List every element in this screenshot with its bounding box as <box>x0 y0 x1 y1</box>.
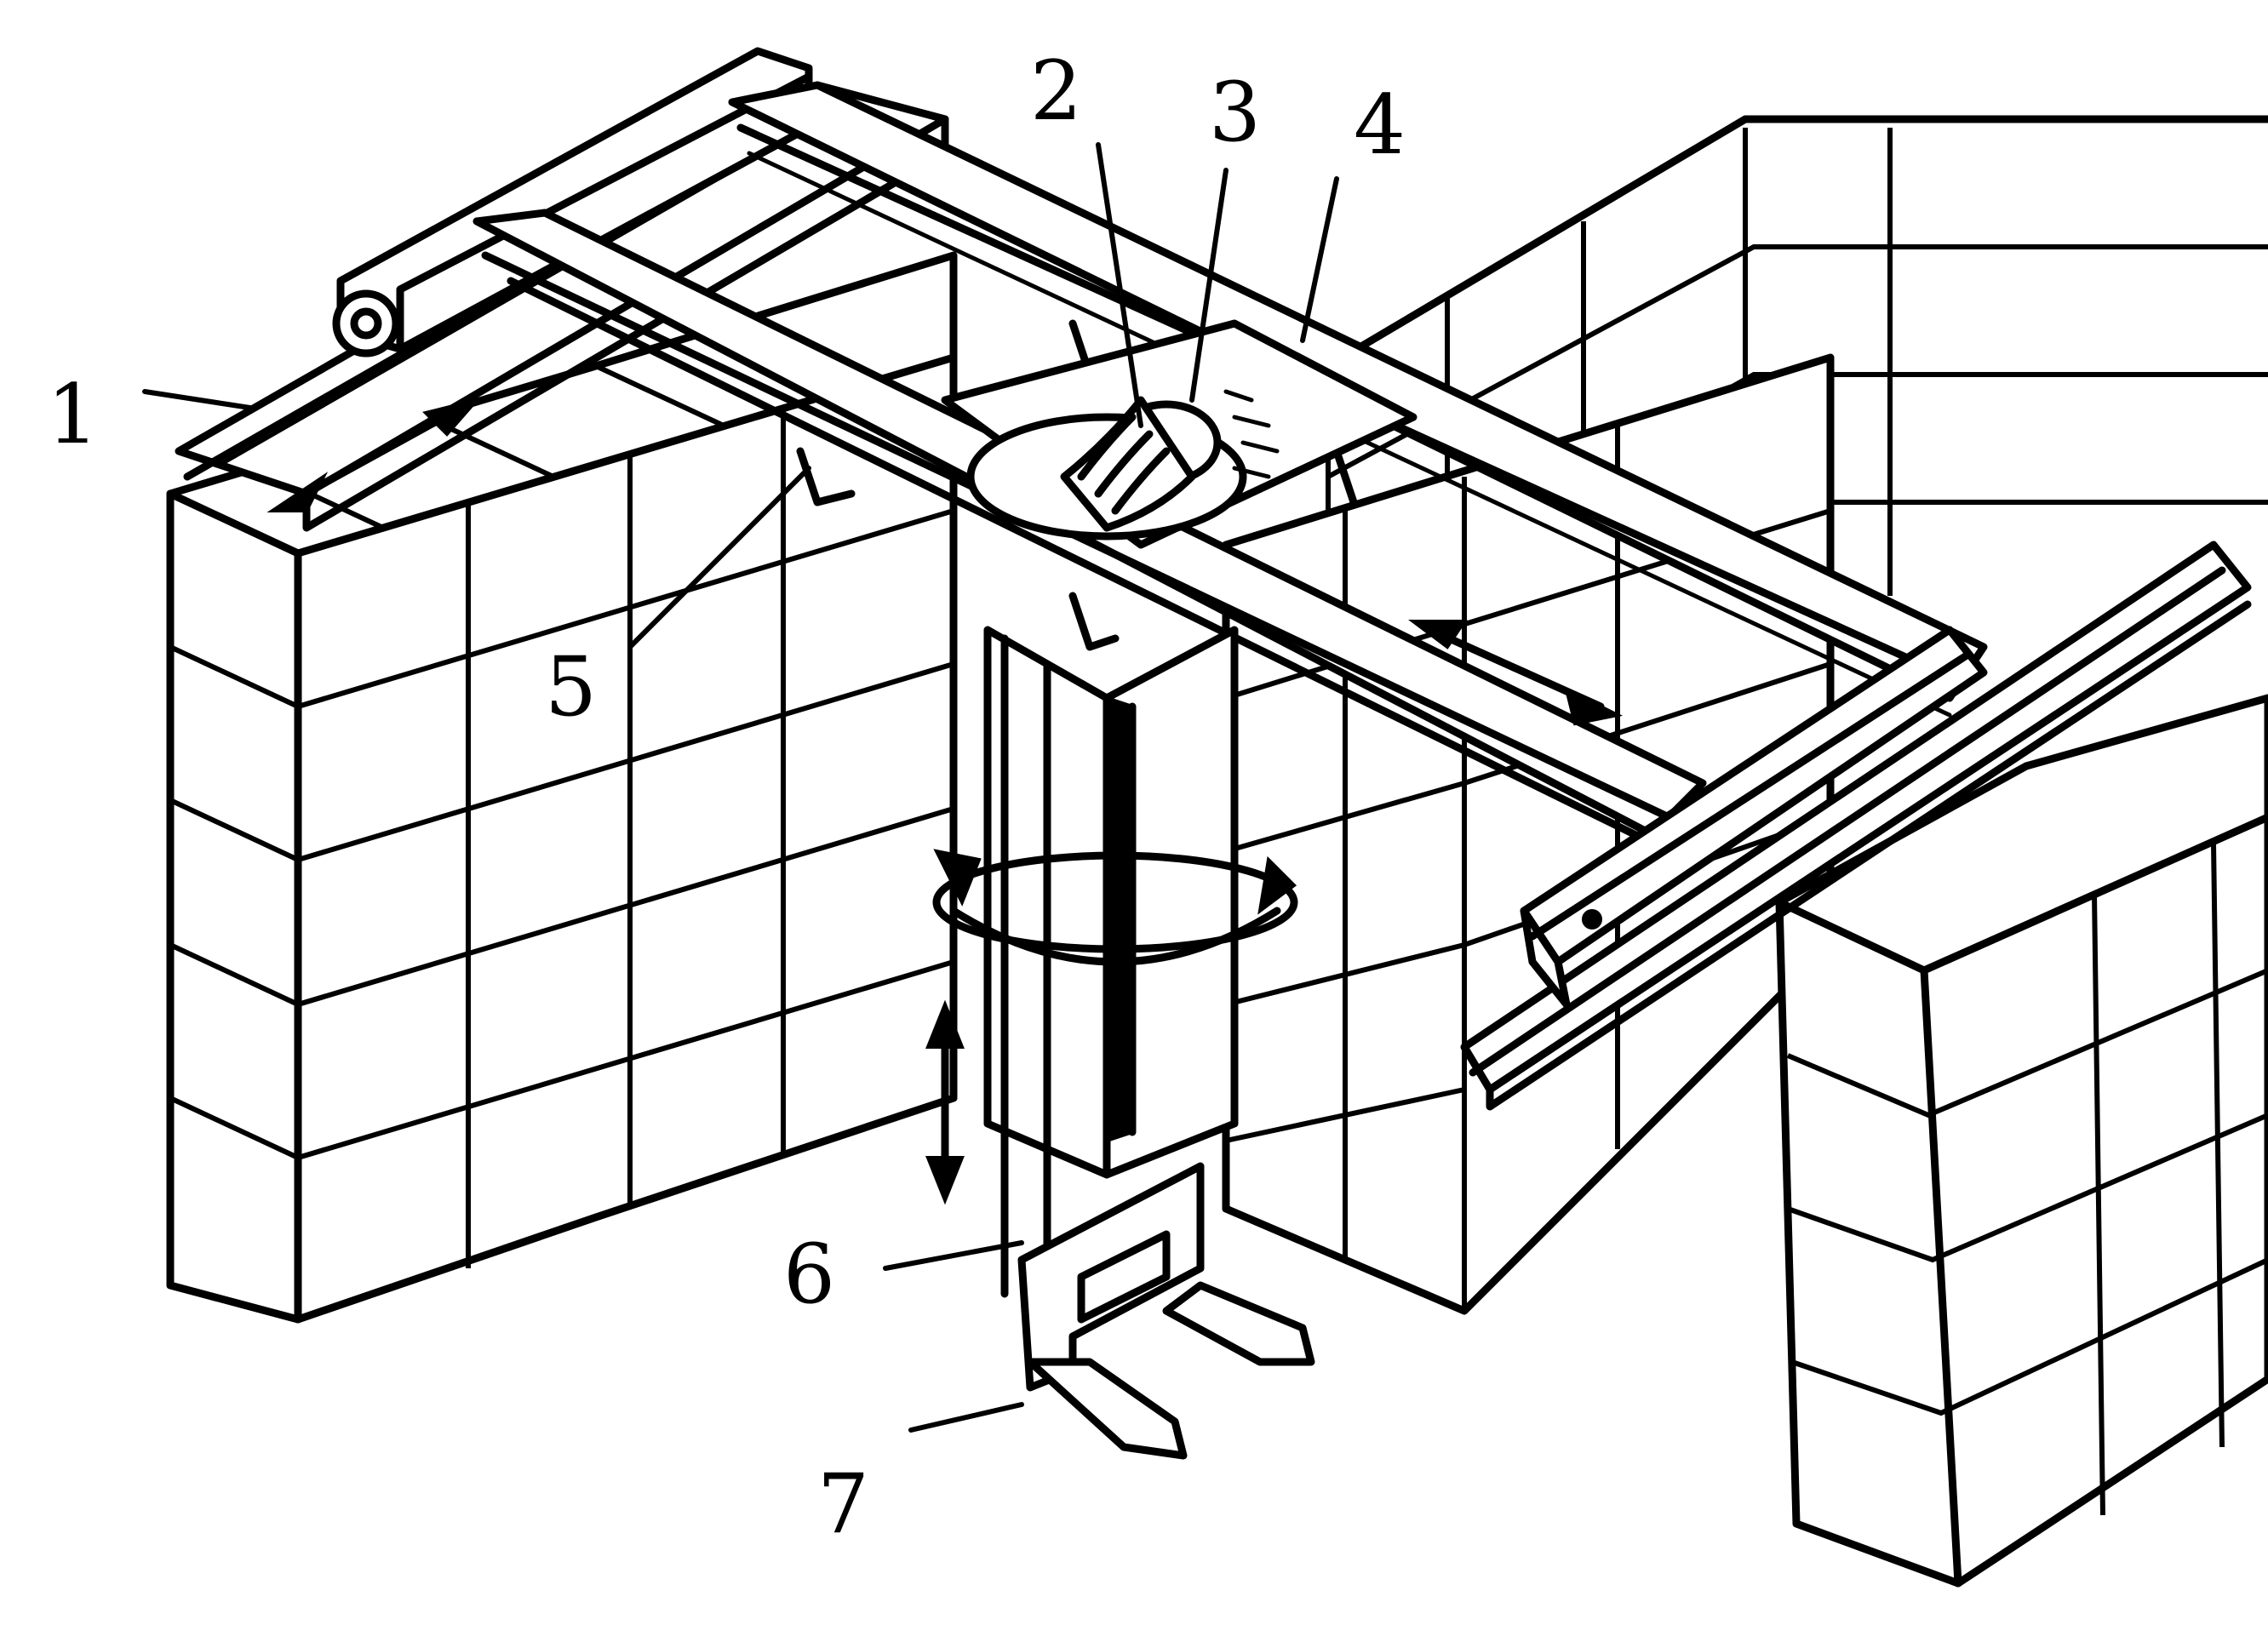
callout-1: 1 <box>47 367 99 462</box>
callout-6: 6 <box>783 1227 835 1322</box>
right-pillar <box>1775 694 2268 1588</box>
gantry-track-right <box>1460 541 2252 1111</box>
callout-5: 5 <box>545 639 597 735</box>
callout-2: 2 <box>1030 43 1082 139</box>
callout-3: 3 <box>1209 65 1261 160</box>
callout-labels: 1 2 3 4 5 6 7 <box>47 43 1406 1552</box>
gripper <box>1017 1162 1315 1460</box>
motion-arrows <box>266 397 1624 1205</box>
callout-7: 7 <box>817 1456 869 1552</box>
leader-lines <box>142 142 1339 1433</box>
vertical-column <box>932 626 1298 1366</box>
motor <box>1060 396 1222 532</box>
callout-4: 4 <box>1354 77 1406 173</box>
